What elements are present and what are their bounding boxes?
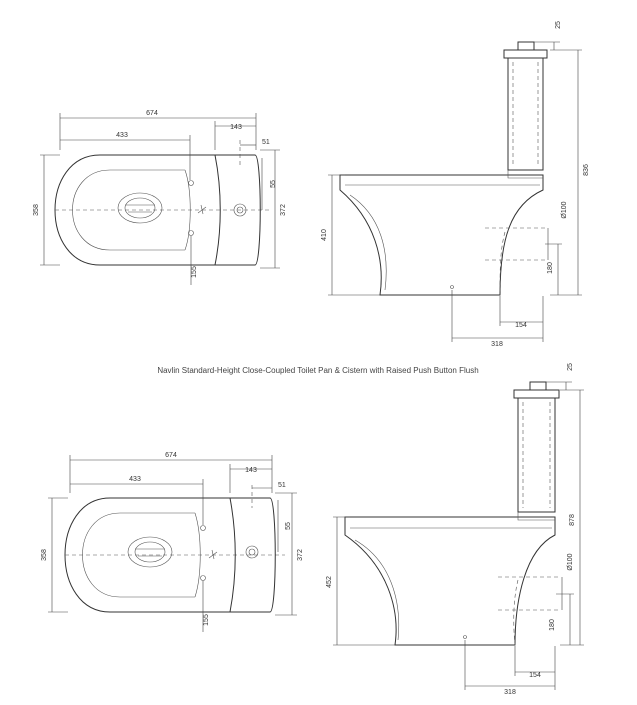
dim-fixing-offset: 155 bbox=[191, 266, 198, 278]
dim-cistern-width: 372 bbox=[297, 549, 304, 561]
flush-button bbox=[233, 203, 247, 217]
fixing-hole bbox=[188, 230, 194, 236]
dim-cistern-depth: 143 bbox=[245, 467, 257, 474]
dim-button-offset: 51 bbox=[278, 482, 286, 489]
cistern-outline bbox=[214, 154, 261, 266]
dim-pan-length: 433 bbox=[116, 132, 128, 139]
dim-overall-width: 674 bbox=[146, 110, 158, 117]
dim-button-spacing: 55 bbox=[270, 180, 277, 188]
dim-overall-height: 836 bbox=[583, 164, 590, 176]
fixing-hole bbox=[188, 180, 194, 186]
top-plan-view: 674 433 143 51 55 358 372 155 bbox=[33, 110, 287, 285]
dim-button-height: 25 bbox=[555, 21, 562, 29]
dim-button-spacing: 55 bbox=[285, 522, 292, 530]
top-side-view: 25 836 410 Ø100 180 154 318 bbox=[321, 21, 590, 348]
push-button bbox=[517, 41, 535, 51]
dim-seat-height: 452 bbox=[326, 576, 333, 588]
dim-pan-length: 433 bbox=[129, 476, 141, 483]
dim-setout: 318 bbox=[504, 689, 516, 696]
dim-setout: 318 bbox=[491, 341, 503, 348]
fixing-hole bbox=[200, 575, 206, 581]
drawing-caption: Navlin Standard-Height Close-Coupled Toi… bbox=[157, 366, 478, 375]
dim-outlet-diameter: Ø100 bbox=[561, 201, 568, 218]
dim-cistern-depth: 143 bbox=[230, 124, 242, 131]
dim-pan-width: 358 bbox=[41, 549, 48, 561]
dim-outlet-diameter: Ø100 bbox=[567, 553, 574, 570]
fixing-hole bbox=[200, 525, 206, 531]
dim-pan-width: 358 bbox=[33, 204, 40, 216]
cistern-side bbox=[517, 397, 556, 513]
dim-button-height: 25 bbox=[567, 363, 574, 371]
dim-outlet-set-back: 154 bbox=[529, 672, 541, 679]
flush-button bbox=[245, 545, 259, 559]
bottom-plan-view: 674 433 143 51 55 358 372 155 bbox=[41, 452, 304, 632]
dim-outlet-set-back: 154 bbox=[515, 322, 527, 329]
dim-outlet-height: 180 bbox=[547, 262, 554, 274]
dim-overall-height: 878 bbox=[569, 514, 576, 526]
dim-button-offset: 51 bbox=[262, 139, 270, 146]
bottom-side-view: 25 878 452 Ø100 180 154 318 bbox=[326, 363, 584, 696]
pan-side bbox=[339, 174, 544, 296]
cistern-outline bbox=[229, 497, 276, 613]
pan-side bbox=[344, 516, 556, 646]
dim-cistern-width: 372 bbox=[280, 204, 287, 216]
dim-seat-height: 410 bbox=[321, 229, 328, 241]
dim-outlet-height: 180 bbox=[549, 619, 556, 631]
dim-overall-width: 674 bbox=[165, 452, 177, 459]
push-button bbox=[529, 381, 547, 391]
dim-fixing-offset: 155 bbox=[203, 614, 210, 626]
